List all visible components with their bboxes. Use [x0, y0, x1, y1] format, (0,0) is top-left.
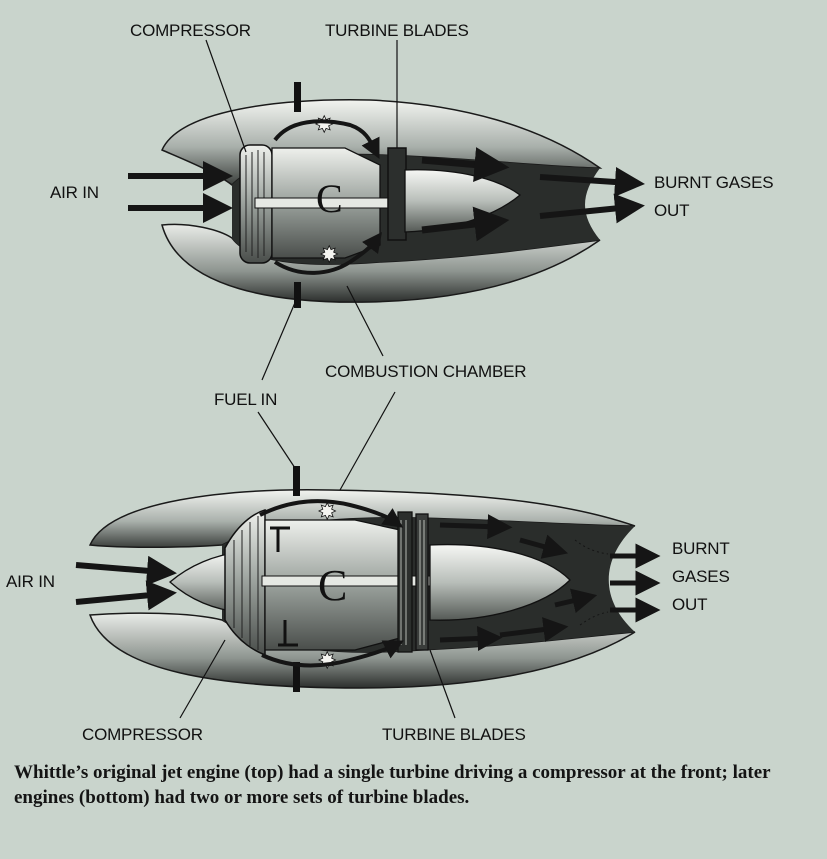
bottom-turbine-2 [416, 514, 428, 650]
top-turbine [388, 148, 406, 240]
label-air-in-bottom: AIR IN [6, 572, 55, 591]
label-burnt-gases-top-2: OUT [654, 201, 689, 220]
svg-text:C: C [318, 561, 347, 610]
bottom-engine: C ✸ ✸ [76, 466, 648, 692]
label-combustion-chamber: COMBUSTION CHAMBER [325, 362, 526, 381]
bottom-turbine-1 [398, 512, 412, 652]
label-compressor-bottom: COMPRESSOR [82, 725, 203, 744]
svg-text:C: C [316, 176, 343, 221]
svg-text:✸: ✸ [315, 112, 333, 137]
svg-text:✸: ✸ [320, 242, 338, 267]
label-turbine-blades-top: TURBINE BLADES [325, 21, 469, 40]
figure-caption: Whittle’s original jet engine (top) had … [14, 760, 814, 810]
label-burnt-bottom-3: OUT [672, 595, 707, 614]
svg-text:✸: ✸ [318, 648, 336, 673]
label-air-in-top: AIR IN [50, 183, 99, 202]
jet-engine-diagram: C ✸ ✸ [0, 0, 827, 755]
label-burnt-gases-top-1: BURNT GASES [654, 173, 773, 192]
label-burnt-bottom-2: GASES [672, 567, 730, 586]
label-fuel-in: FUEL IN [214, 390, 277, 409]
label-turbine-blades-bottom: TURBINE BLADES [382, 725, 526, 744]
top-engine: C ✸ ✸ [128, 82, 630, 308]
label-compressor-top: COMPRESSOR [130, 21, 251, 40]
label-burnt-bottom-1: BURNT [672, 539, 730, 558]
